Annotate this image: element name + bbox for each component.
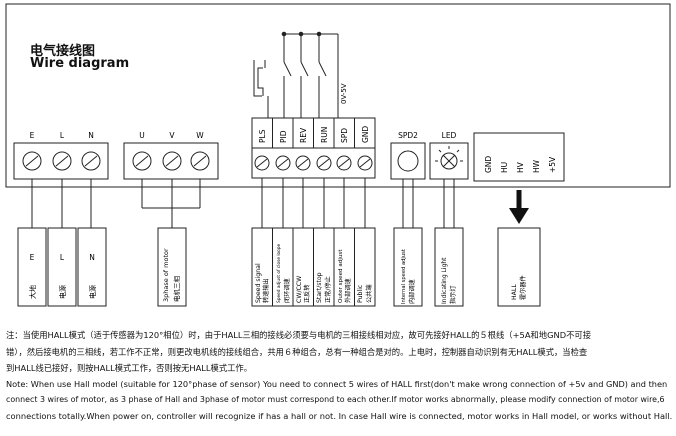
terminal-label-spd2: SPD2 — [398, 131, 418, 140]
label-spd-en: Outer speed adjust — [338, 249, 344, 303]
wires — [31, 178, 455, 228]
diagram-title-en: Wire diagram — [30, 56, 130, 71]
label-led-cn: 指示灯 — [449, 285, 457, 304]
switch-bank — [253, 31, 339, 118]
wiring-diagram: 0V-5V E L N U V W — [5, 3, 671, 307]
label-pid-en: Speed adjust of close loope — [276, 243, 282, 303]
label-spd2-cn: 内部调速 — [408, 279, 416, 304]
label-spd2-en: Internal speed adjust — [401, 249, 407, 304]
label-hall-en: HALL — [511, 284, 518, 300]
note-cn-line-2: 错），然后接电机的三相线，若工作不正常，则更改电机线的接线组合，共用６种组合，总… — [6, 347, 588, 357]
terminal-label-rev: REV — [299, 127, 308, 143]
label-hall-cn: 霍尔器件 — [519, 275, 527, 300]
label-pls-cn: 转速输出 — [262, 278, 270, 303]
note-en-line-3: connections totally.When power on, contr… — [6, 411, 673, 421]
terminal-label-gnd: GND — [361, 126, 370, 143]
control-terminal-block: PLS PID REV RUN SPD GND — [251, 117, 376, 179]
terminal-label-e: E — [30, 131, 35, 140]
label-box-hall: HALL 霍尔器件 — [497, 227, 541, 307]
label-n-cn: 电源 — [88, 285, 97, 299]
terminal-label-spd: SPD — [340, 128, 349, 143]
terminal-label-hall-5v: +5V — [548, 156, 557, 173]
note-cn-line-3: 到HALL线已接好，则按HALL模式工作，否则按无HALL模式工作。 — [6, 363, 253, 373]
led-indicator: LED — [429, 131, 469, 180]
label-box-led: Indicating Light 指示灯 — [434, 227, 464, 307]
terminal-label-hall-gnd: GND — [484, 156, 493, 173]
terminal-label-run: RUN — [320, 127, 329, 143]
label-run-cn: 正常/停止 — [324, 276, 332, 303]
label-n-code: N — [89, 253, 95, 262]
controller-box — [5, 3, 671, 188]
hall-connector: GND HU HV HW +5V — [473, 132, 565, 182]
terminal-label-hall-hw: HW — [532, 159, 541, 173]
note-cn-line-1: 注：当使用HALL模式（适于传感器为120°相位）时，由于HALL三相的接线必须… — [6, 330, 592, 340]
label-box-motor: 3phase of motor 电机三相 — [157, 227, 187, 307]
label-box-e: E 大地 — [17, 227, 47, 307]
terminal-label-pls: PLS — [258, 129, 267, 143]
terminal-label-hall-hu: HU — [500, 162, 509, 173]
note-en-line-2: connect 3 wires of motor, as 3 phase of … — [6, 395, 665, 404]
label-box-control: Speed signal 转速输出 Speed adjust of close … — [251, 227, 376, 307]
label-rev-en: CW/CCW — [296, 276, 303, 303]
label-spd-cn: 外部调速 — [344, 278, 352, 303]
terminal-label-u: U — [139, 131, 145, 140]
motor-terminal-block: U V W — [123, 131, 219, 180]
label-pls-en: Speed signal — [255, 263, 262, 303]
terminal-label-l: L — [60, 131, 65, 140]
label-l-code: L — [60, 253, 65, 262]
label-run-en: Start/stop — [316, 272, 323, 303]
terminal-label-v: V — [169, 131, 175, 140]
terminal-label-hall-hv: HV — [516, 161, 525, 173]
label-rev-cn: 正反转 — [303, 284, 311, 303]
label-box-l: L 电源 — [47, 227, 77, 307]
label-e-code: E — [30, 253, 35, 262]
label-e-cn: 大地 — [28, 285, 37, 299]
label-gnd-en: Public — [357, 284, 364, 303]
label-pid-cn: 闭环调速 — [283, 278, 291, 303]
power-terminal-block: E L N — [13, 131, 109, 180]
terminal-label-pid: PID — [279, 130, 288, 143]
label-l-cn: 电源 — [58, 285, 67, 299]
label-box-spd2: Internal speed adjust 内部调速 — [393, 227, 423, 307]
voltage-label: 0V-5V — [340, 83, 348, 104]
diagram-title-cn: 电气接线图 — [30, 44, 96, 59]
terminal-label-w: W — [196, 131, 204, 140]
spd2-terminal: SPD2 — [390, 131, 426, 180]
label-gnd-cn: 公共端 — [365, 284, 373, 303]
label-box-n: N 电源 — [77, 227, 107, 307]
terminal-label-n: N — [88, 131, 94, 140]
terminal-label-led: LED — [442, 131, 457, 140]
note-en-line-1: Note: When use Hall model (suitable for … — [6, 379, 668, 389]
label-motor-cn: 电机三相 — [172, 276, 181, 303]
arrow-down-icon — [509, 190, 529, 224]
label-led-en: Indicating Light — [441, 257, 448, 304]
label-motor-en: 3phase of motor — [162, 248, 170, 302]
